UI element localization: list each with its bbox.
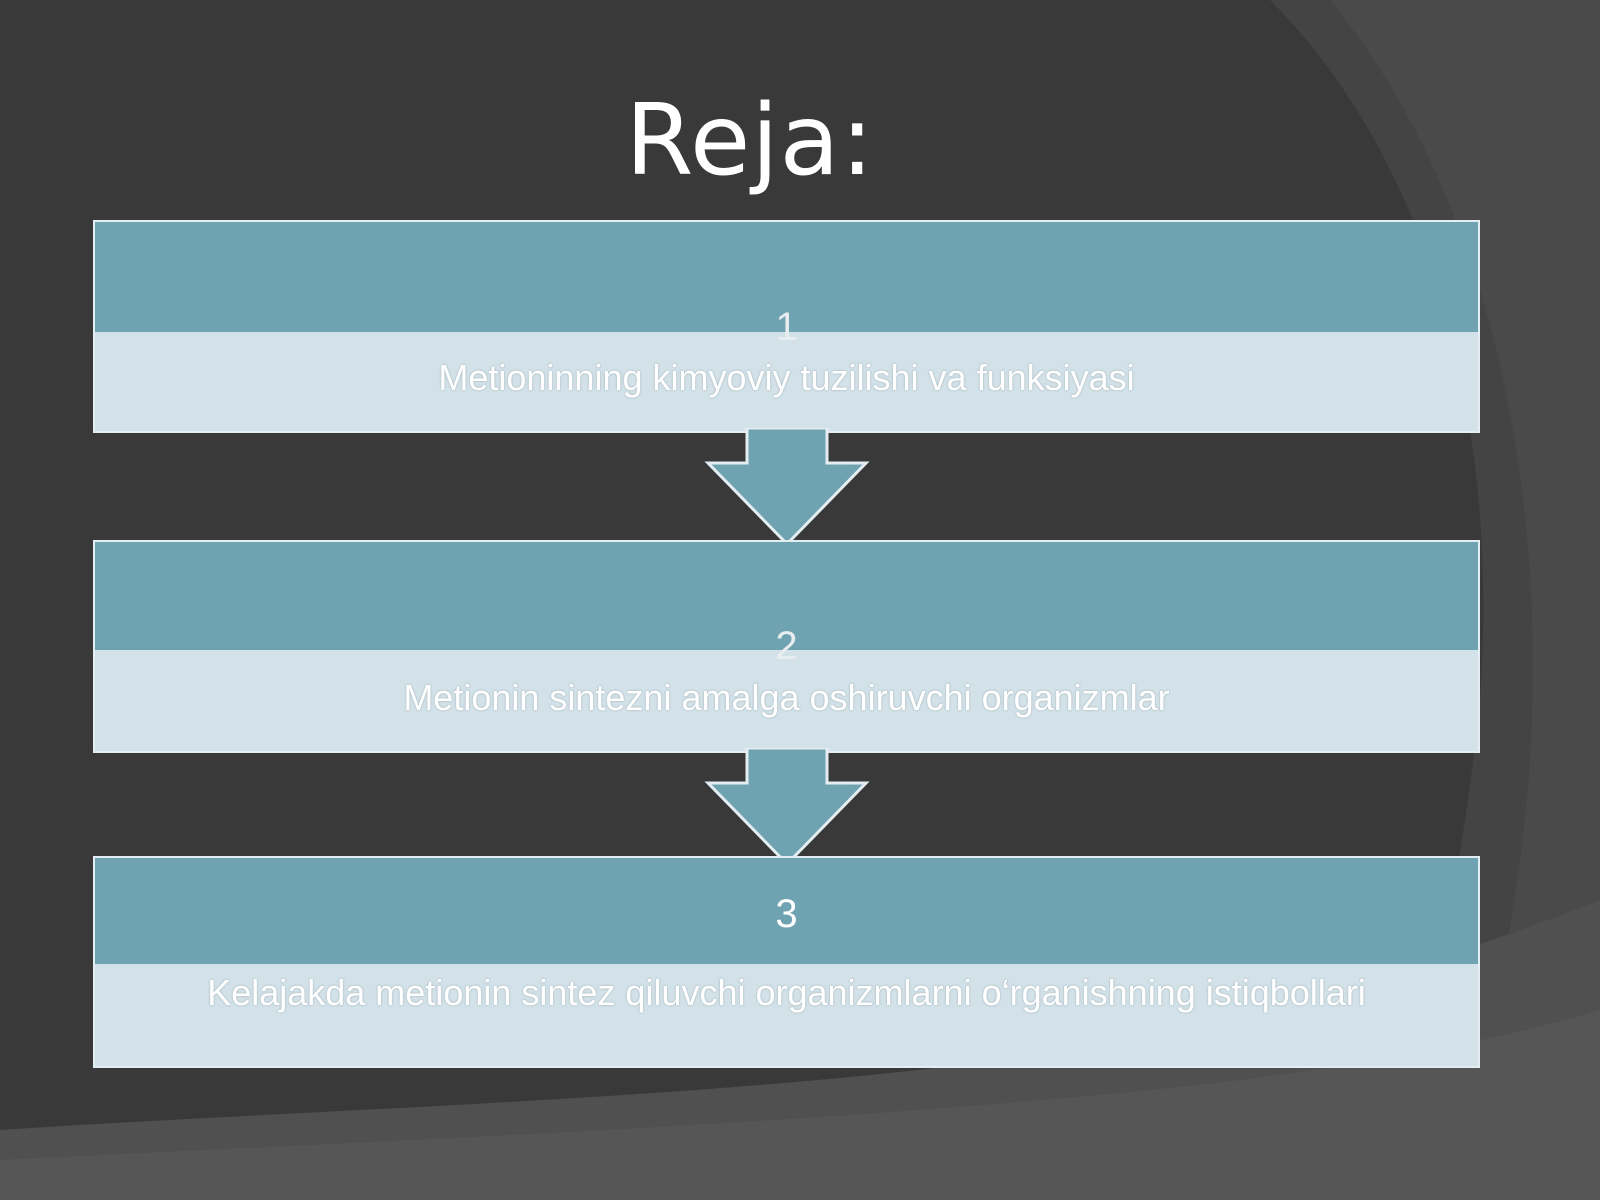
step-number-2: 2 bbox=[775, 624, 798, 668]
step-header-2 bbox=[95, 542, 1478, 652]
slide-title: Reja: bbox=[625, 84, 875, 198]
step-body-2 bbox=[95, 650, 1478, 751]
step-box-1: 1 Metioninning kimyoviy tuzilishi va fun… bbox=[93, 220, 1480, 433]
step-body-3 bbox=[95, 964, 1478, 1066]
step-header-3 bbox=[95, 858, 1478, 966]
step-text-1: Metioninning kimyoviy tuzilishi va funks… bbox=[438, 357, 1135, 398]
step-body-1 bbox=[95, 332, 1478, 431]
step-number-1: 1 bbox=[775, 305, 798, 349]
step-box-2: 2 Metionin sintezni amalga oshiruvchi or… bbox=[93, 540, 1480, 753]
down-arrow-icon-1 bbox=[704, 428, 870, 546]
step-header-1 bbox=[95, 222, 1478, 334]
down-arrow-icon-2 bbox=[704, 748, 870, 866]
step-text-3: Kelajakda metionin sintez qiluvchi organ… bbox=[207, 972, 1366, 1013]
step-box-3: 3 Kelajakda metionin sintez qiluvchi org… bbox=[93, 856, 1480, 1068]
step-number-3: 3 bbox=[775, 892, 798, 936]
step-text-2: Metionin sintezni amalga oshiruvchi orga… bbox=[403, 677, 1170, 718]
